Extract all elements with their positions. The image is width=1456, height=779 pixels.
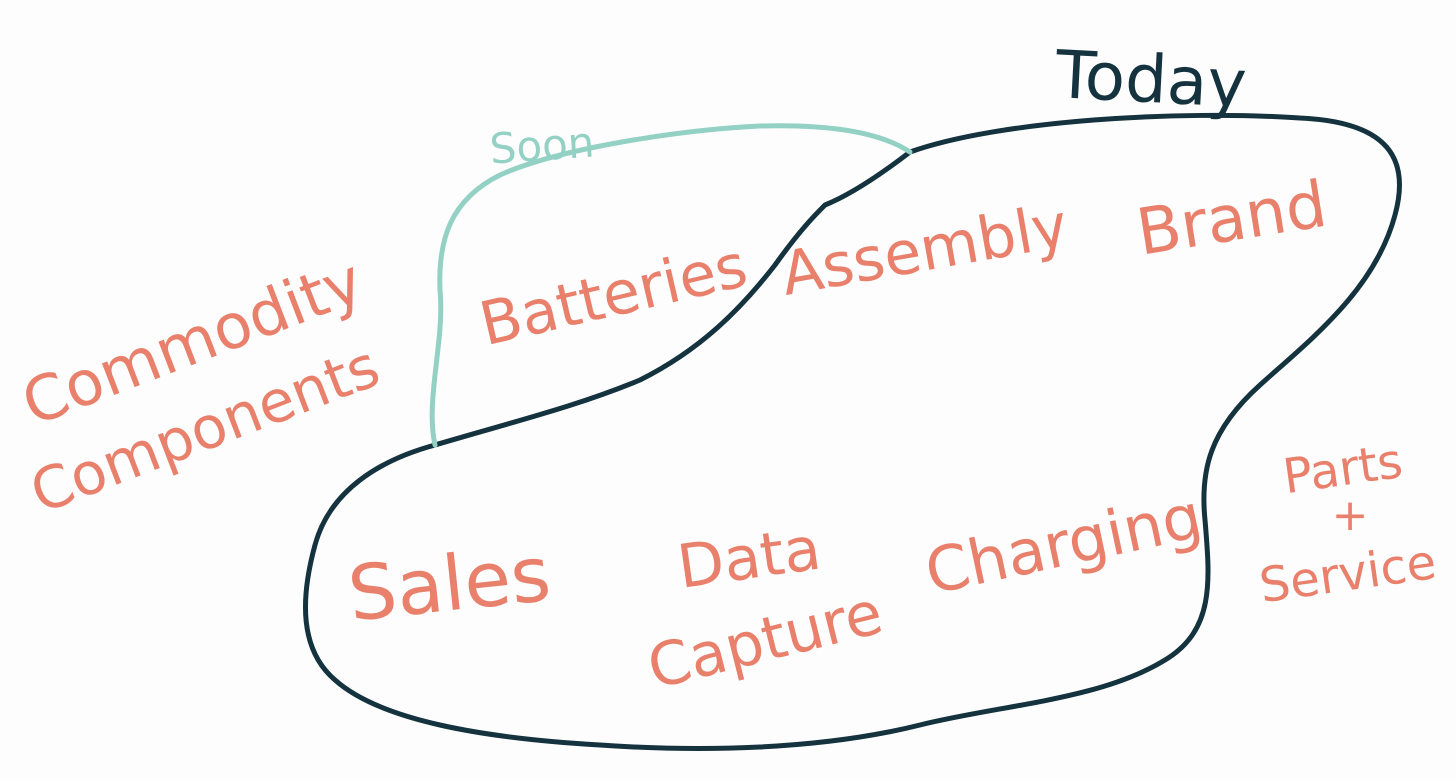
batteries-label: Batteries bbox=[473, 231, 753, 360]
soon-label: Soon bbox=[488, 117, 596, 173]
parts-service-line3: Service bbox=[1256, 534, 1439, 614]
charging-label: Charging bbox=[919, 479, 1208, 609]
soon-boundary bbox=[429, 123, 913, 448]
brand-label: Brand bbox=[1132, 168, 1332, 271]
data-capture-line1: Data bbox=[673, 514, 825, 603]
today-boundary bbox=[302, 112, 1402, 751]
data-capture-line2: Capture bbox=[641, 578, 889, 704]
parts-service-line2: + bbox=[1332, 490, 1369, 541]
today-label: Today bbox=[1053, 36, 1249, 123]
sales-label: Sales bbox=[344, 529, 554, 639]
